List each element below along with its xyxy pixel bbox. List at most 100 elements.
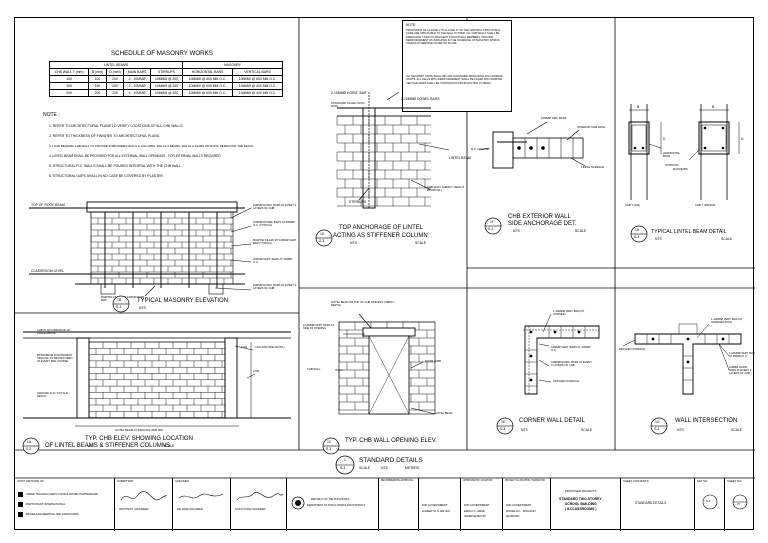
tb-name: GILBERTO S. REYES: [422, 509, 450, 513]
detail-scale: SCALE: [731, 428, 743, 432]
tb-sheet-contents: SHEET CONTENTS:: [623, 479, 650, 483]
detail-number: 1A: [27, 440, 32, 444]
tb-approved: APPROVED BY/ LOCATION:: [463, 480, 493, 482]
opening-label: CHB WALL: [307, 368, 321, 371]
intersection-label: FINISHED SURFACE: [619, 348, 645, 351]
masonry-callout: 10MMØ VERT. BARS AT 400MM O.C.: [253, 258, 293, 265]
exterior-label: INTERIOR CHB FACE: [577, 125, 606, 129]
standard-scale: SCALE: [359, 466, 371, 470]
tb-project-title: SCHOOL BUILDING: [565, 502, 597, 506]
detail-bubble: [112, 295, 130, 313]
schedule-header: HORIZONTAL BARS: [182, 68, 233, 76]
lintel-label: HORIZONTAL BARS: [663, 152, 681, 159]
tb-name: EMILIO L. ABAD: [464, 509, 485, 513]
detail-nts: NTS: [677, 428, 684, 432]
schedule-header: CHB WALL T (mm): [48, 68, 90, 76]
tb-checked-cell: CHECKED: RELIABLE ENGINEER: [173, 478, 231, 531]
note-item: 3. LOAD BEARING CHB WALL TO PROVIDE IN B…: [49, 144, 255, 148]
firm-logo-icon: [18, 512, 23, 517]
tb-sheet-cell: SHEET NO. 27: [725, 478, 755, 531]
detail-sheet: S-3: [654, 427, 660, 431]
lintel-title: TYPICAL LINTEL BEAM DETAIL: [651, 229, 727, 235]
table-cell: 2 - 10MMØ: [123, 82, 151, 90]
tb-engineer-cell: STRUCTURAL ENGINEER: [231, 478, 287, 531]
tb-recommending-cell: RECOMMENDING APPROVAL:: [379, 478, 419, 531]
corner-label: 1-10MMØ VERT. BAR (AT CORNER): [553, 310, 585, 317]
tb-checker: RELIABLE ENGINEER: [177, 508, 203, 511]
masonry-callout: 10MMØ DOWEL BARS AT 600MM O.C. (TYPICAL): [253, 221, 295, 228]
detail-number: 1F: [490, 220, 494, 224]
intersection-label: 1-10MMØ VERT. BAR (AT INTERSECTION): [711, 318, 743, 325]
tb-dept: DEPARTMENT OF PUBLIC WORKS AND HIGHWAYS: [307, 504, 366, 507]
table-cell: 100: [88, 75, 107, 83]
tb-firm: BOHRA ENGINEERING AND ASSOCIATES: [26, 513, 79, 516]
detail-number: 1C: [327, 440, 332, 444]
chb-right-label: COLUMN (SEE DETAIL): [255, 346, 285, 349]
schedule-header: MAIN BARS: [123, 68, 151, 76]
sheet-number-bubble: [702, 494, 718, 510]
chb-label: CHB IN ACCORDANCE OF PLACE ABOVE: [37, 329, 71, 336]
detail-sheet: S-3: [26, 447, 32, 451]
detail-sheet: S-3: [116, 305, 122, 309]
anchorage-label: STIRRUPS: [349, 200, 367, 204]
detail-number: 1G: [655, 420, 660, 424]
tb-contents-cell: SHEET CONTENTS: STANDARD DETAILS: [621, 478, 695, 531]
table-cell: 100: [48, 75, 90, 83]
tb-position: SECRETARY: [506, 516, 520, 518]
chb-dim: 2700: [253, 370, 259, 373]
tb-republic: REPUBLIC OF THE PHILIPPINES: [311, 498, 350, 501]
table-cell: 10MMØ @ 400 MM O.C.: [232, 82, 283, 90]
tb-project-title: ( 6-CLASSROOMS ): [565, 507, 597, 511]
schedule-group-lintel: LINTEL BEAMS: [48, 61, 184, 69]
general-note-box: NOTE: PROVISIONS OF CLAUSE 4 TO CLAUSE 1…: [402, 20, 512, 112]
signature-mark: [236, 492, 284, 501]
detail-bubble: [496, 417, 514, 435]
tb-position: UNDERSECRETARY: [464, 516, 486, 518]
schedule-title: SCHEDULE OF MASONRY WORKS: [111, 50, 213, 57]
tb-set-label: SET NO.: [697, 479, 709, 483]
detail-scale: SCALE: [721, 237, 733, 241]
table-cell: 10MMØ @ 600 MM O.C.: [182, 75, 233, 83]
tb-submitted-cell: SUBMITTED: ARCHITECT / ENGINEER: [115, 478, 173, 531]
table-cell: 4 - 10MMØ: [123, 89, 151, 97]
opening-label: LINTEL BEAM: [435, 412, 453, 415]
exterior-title: CHB EXTERIOR WALL: [508, 214, 571, 220]
lintel-label: CHB T (100): [625, 204, 640, 207]
tb-firm: JARED TECHNOLOGIES CONSOLIDATED PARTNERS…: [26, 493, 99, 496]
detail-bubble: [630, 225, 648, 243]
general-note-text: ALL MASONRY UNITS SHALL BE LAID IN RUNNI…: [406, 75, 503, 85]
tb-engineer: STRUCTURAL ENGINEER: [235, 508, 266, 511]
opening-title: TYP. CHB WALL OPENING ELEV.: [345, 438, 437, 444]
detail-scale: SCALE: [415, 241, 427, 245]
detail-number: 1: [344, 458, 346, 462]
detail-nts: NTS: [87, 444, 94, 448]
detail-nts: NTS: [513, 229, 520, 233]
table-cell: 2 - 10MMØ: [123, 75, 151, 83]
table-cell: 200: [105, 82, 125, 90]
lintel-label: STIRRUPS: [665, 164, 679, 167]
tb-name: DIR GOVERNMENT: [422, 503, 448, 507]
lintel-dim-d: D: [741, 137, 744, 141]
detail-sheet: S-3: [500, 427, 506, 431]
detail-bubble: [22, 437, 40, 455]
standard-nts: NTS: [381, 466, 388, 470]
exterior-label: FINISH SURFACE: [581, 165, 605, 169]
general-note-heading: NOTE:: [406, 23, 417, 27]
anchorage-label: CHB WALL (VERIFY HEIGHT W/ ARCH'L): [427, 185, 465, 193]
tb-name: DIR GOVERNMENT: [506, 503, 532, 507]
tb-submitter: ARCHITECT / ENGINEER: [119, 508, 149, 511]
detail-sheet: S-3: [340, 466, 346, 470]
exterior-wall-drawing: [478, 121, 586, 169]
table-cell: 200: [88, 89, 107, 97]
table-cell: 10MMØ @ 600 MM O.C.: [182, 89, 233, 97]
tb-project-heading: PROPOSED PROJECTS: [565, 489, 597, 493]
detail-sheet: S-3: [326, 447, 332, 451]
tb-project-cell: PROPOSED PROJECTS STANDARD TWO-STOREY SC…: [551, 478, 621, 531]
table-cell: 150: [48, 82, 90, 90]
note-item: 1. REFER TO ARCHITECTURAL PLANS TO VERIF…: [49, 124, 184, 128]
masonry-elevation-drawing: [29, 201, 252, 297]
tb-project-scope: PROJECT & LOCATION / SURVEYOR: [505, 480, 545, 482]
corner-label: FINISHED SURFACE: [553, 380, 579, 383]
